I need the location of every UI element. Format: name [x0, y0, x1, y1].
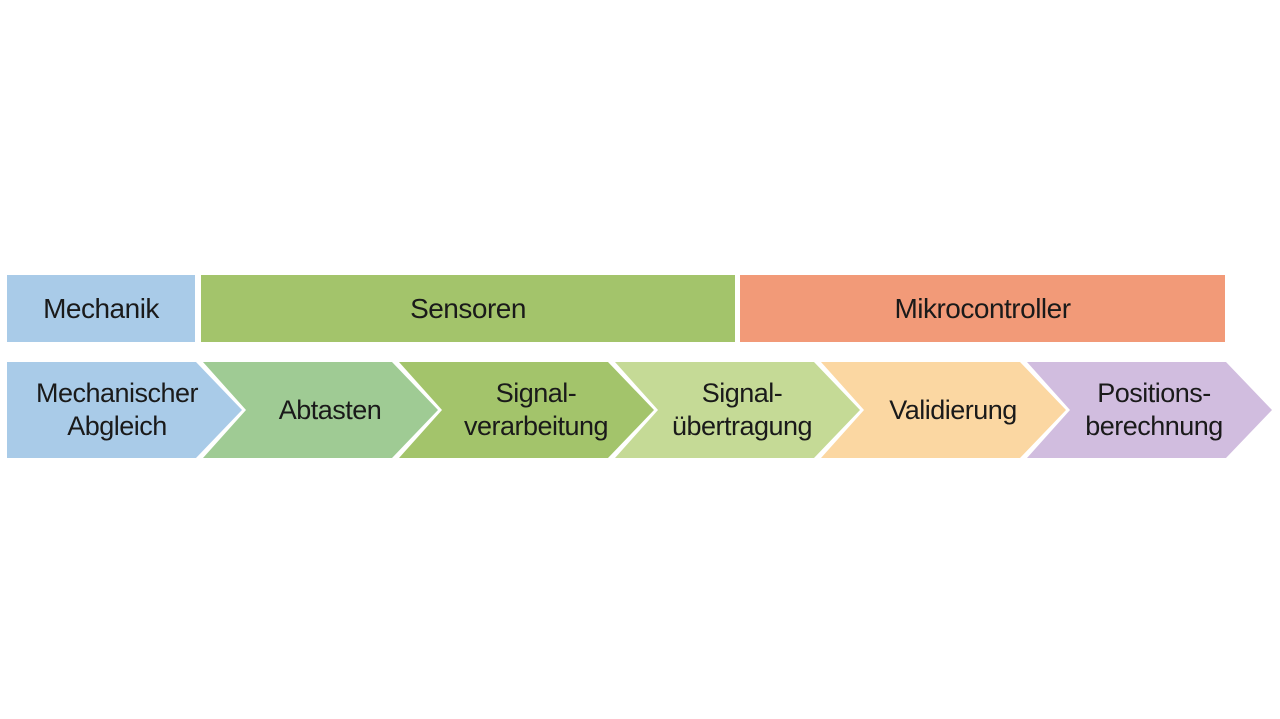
band-sensoren: Sensoren: [201, 275, 735, 342]
step-line-1: Abtasten: [278, 394, 382, 425]
step-line-1: Positions-: [1097, 378, 1211, 408]
step-mechanischer-abgleich: Mechanischer Abgleich: [7, 362, 227, 458]
arrow-validierung: [821, 362, 1066, 458]
arrow-abtasten: [203, 362, 438, 458]
step-validierung: Validierung: [858, 362, 1048, 458]
band-mechanik-label: Mechanik: [43, 292, 159, 324]
arrow-signaluebertragung: [615, 362, 860, 458]
step-line-2: übertragung: [671, 411, 813, 441]
band-mikrocontroller-label: Mikrocontroller: [894, 292, 1071, 324]
step-line-1: Signal-: [701, 378, 783, 408]
arrow-mechanischer-abgleich: [7, 362, 242, 458]
band-sensoren-label: Sensoren: [410, 292, 526, 324]
step-abtasten: Abtasten: [240, 362, 420, 458]
step-line-2: verarbeitung: [463, 411, 609, 441]
step-line-2: Abgleich: [67, 411, 167, 441]
arrow-positionsberechnung: [1027, 362, 1272, 458]
band-mechanik: Mechanik: [7, 275, 195, 342]
step-line-1: Signal-: [495, 378, 577, 408]
step-line-1: Validierung: [889, 394, 1017, 425]
step-signaluebertragung: Signal- übertragung: [652, 362, 832, 458]
step-line-2: berechnung: [1085, 411, 1223, 441]
arrow-signalverarbeitung: [399, 362, 654, 458]
step-signalverarbeitung: Signal- verarbeitung: [436, 362, 636, 458]
step-positionsberechnung: Positions- berechnung: [1064, 362, 1244, 458]
band-mikrocontroller: Mikrocontroller: [740, 275, 1225, 342]
step-line-1: Mechanischer: [35, 378, 199, 408]
